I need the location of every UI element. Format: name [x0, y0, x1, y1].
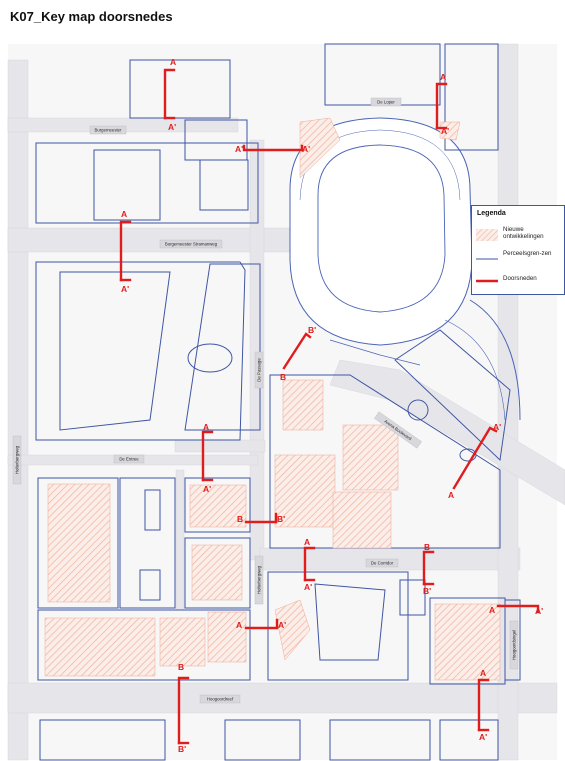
section-8: B B' [237, 512, 285, 524]
svg-text:B: B [280, 372, 286, 382]
stadium [289, 117, 521, 421]
legend-item-sections: Doorsneden [476, 272, 564, 292]
section-6: A A' [201, 422, 214, 494]
svg-text:B': B' [277, 514, 285, 524]
street-de-corridor: De Corridor [365, 558, 399, 568]
street-holterbergweg-mid: Holterbergweg [254, 555, 264, 605]
svg-text:A: A [440, 72, 446, 82]
svg-text:Holterbergweg: Holterbergweg [15, 445, 20, 474]
svg-text:Burgemeester: Burgemeester [95, 128, 123, 133]
legend-label-new-developments: Nieuwe ontwikkelingen [503, 226, 544, 240]
street-hoogoordsingel: Hoogoordsingel [509, 620, 519, 670]
svg-text:A: A [121, 209, 127, 219]
legend-label-sections: Doorsneden [503, 275, 537, 282]
section-4: A A' [119, 209, 132, 294]
new-developments [44, 117, 501, 681]
svg-text:Hoogoordsingel: Hoogoordsingel [512, 630, 517, 660]
legend-label-parcel-boundaries: Perceelsgren-zen [503, 250, 552, 257]
svg-text:A: A [480, 668, 486, 678]
section-5: B' B [280, 325, 316, 382]
svg-text:A: A [170, 57, 176, 67]
svg-text:A': A' [278, 620, 286, 630]
svg-text:De Corridor: De Corridor [371, 561, 394, 566]
svg-text:Burgemeester Stramanweg: Burgemeester Stramanweg [165, 242, 218, 247]
svg-text:A': A' [121, 284, 129, 294]
street-hoogoordreef: Hoogoordreef [199, 694, 241, 704]
page-title: K07_Key map doorsnedes [10, 9, 173, 24]
section-14: A A' [477, 668, 490, 742]
svg-text:B: B [237, 514, 243, 524]
svg-text:De Entree: De Entree [119, 457, 139, 462]
section-1: A A' [163, 57, 176, 132]
street-burgemeester-stramanweg: Burgemeester Stramanweg [159, 239, 223, 249]
svg-text:A': A' [235, 144, 243, 154]
svg-text:De Loper: De Loper [377, 100, 395, 105]
street-holterbergweg-left: Holterbergweg [12, 435, 22, 485]
street-burgemeester: Burgemeester [89, 125, 127, 135]
street-de-entree: De Entree [113, 454, 145, 464]
svg-text:A: A [304, 537, 310, 547]
section-12: A A' [489, 604, 543, 616]
svg-text:De Passage: De Passage [257, 358, 262, 382]
legend: Legenda Nieuwe ontwikkelingen Perceelsgr… [471, 205, 565, 295]
section-10: B B' [422, 542, 435, 596]
svg-text:A': A' [493, 422, 501, 432]
legend-title: Legenda [477, 210, 506, 217]
svg-text:A': A' [168, 122, 176, 132]
svg-text:A': A' [304, 582, 312, 592]
svg-text:A': A' [203, 484, 211, 494]
section-2: A A' [435, 72, 449, 136]
legend-item-new-developments: Nieuwe ontwikkelingen [476, 226, 564, 246]
section-line-icon [476, 279, 498, 283]
svg-text:B': B' [423, 586, 431, 596]
parcels [35, 43, 521, 761]
section-lines: A A' A A' A' A' A A' B' B A [119, 57, 543, 754]
svg-text:A': A' [302, 144, 310, 154]
parcel-line-icon [476, 258, 498, 260]
legend-item-parcel-boundaries: Perceelsgren-zen [476, 250, 564, 270]
svg-text:A': A' [441, 126, 449, 136]
svg-text:A': A' [479, 732, 487, 742]
svg-text:A: A [489, 605, 495, 615]
section-7: A' A [448, 422, 501, 500]
section-3: A' A' [235, 144, 310, 154]
section-11: A A' [236, 618, 286, 630]
street-de-loper: De Loper [370, 97, 402, 107]
svg-text:Hoogoordreef: Hoogoordreef [207, 697, 234, 702]
svg-text:B': B' [308, 325, 316, 335]
svg-text:A: A [203, 422, 209, 432]
street-de-passage: De Passage [254, 351, 264, 389]
svg-text:Holterbergweg: Holterbergweg [257, 565, 262, 594]
hatch-swatch-icon [476, 229, 498, 241]
section-13: B B' [177, 662, 190, 754]
svg-text:A: A [236, 620, 242, 630]
svg-text:B: B [178, 662, 184, 672]
svg-text:A': A' [535, 606, 543, 616]
svg-text:A: A [448, 490, 454, 500]
svg-text:B: B [424, 542, 430, 552]
section-9: A A' [303, 537, 316, 592]
svg-text:B': B' [178, 744, 186, 754]
